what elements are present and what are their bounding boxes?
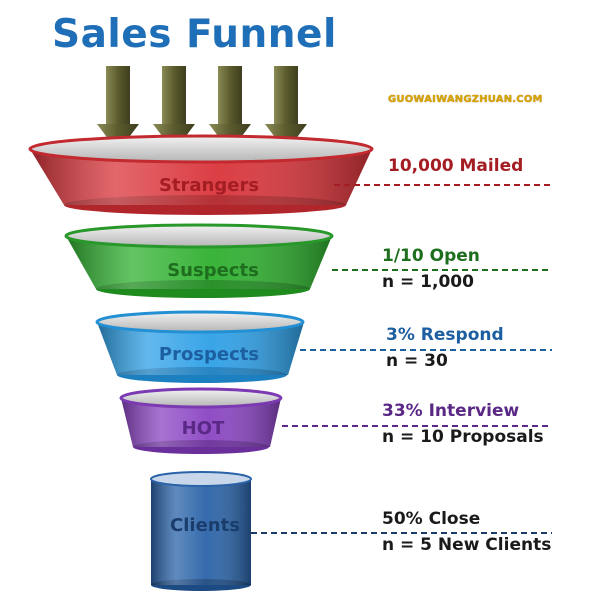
funnel-stage-clients: Clients [150,471,252,591]
annotation-line: n = 10 Proposals [382,427,544,447]
funnel-stage-hot: HOT [119,387,283,454]
arrow-down-icon [265,66,307,152]
stage-label-strangers: Strangers [159,175,259,196]
page-title: Sales Funnel [52,12,337,57]
annotation-suspects: 1/10 Open n = 1,000 [382,243,480,295]
stage-label-hot: HOT [182,418,225,439]
annotation-strangers: 10,000 Mailed [388,153,523,179]
annotation-line: 50% Close [382,509,481,529]
annotation-line: n = 5 New Clients [382,535,552,555]
annotation-line: 33% Interview [382,401,520,421]
watermark: GUOWAIWANGZHUAN.COM [388,94,543,105]
stage-label-suspects: Suspects [167,260,259,281]
annotation-hot: 33% Interview n = 10 Proposals [382,398,544,450]
annotation-line: 3% Respond [386,325,504,345]
stage-label-clients: Clients [170,515,240,536]
annotation-line: n = 1,000 [382,272,474,292]
annotation-line: n = 30 [386,351,448,371]
annotation-line: 10,000 Mailed [388,156,524,176]
annotation-prospects: 3% Respond n = 30 [386,322,504,374]
funnel-stage-strangers: Strangers [28,134,374,215]
annotation-clients: 50% Close n = 5 New Clients [382,506,551,558]
stage-label-prospects: Prospects [159,344,259,365]
funnel-stage-prospects: Prospects [95,310,305,383]
arrow-group [97,66,307,152]
funnel-stage-suspects: Suspects [64,223,334,298]
annotation-line: 1/10 Open [382,246,480,266]
